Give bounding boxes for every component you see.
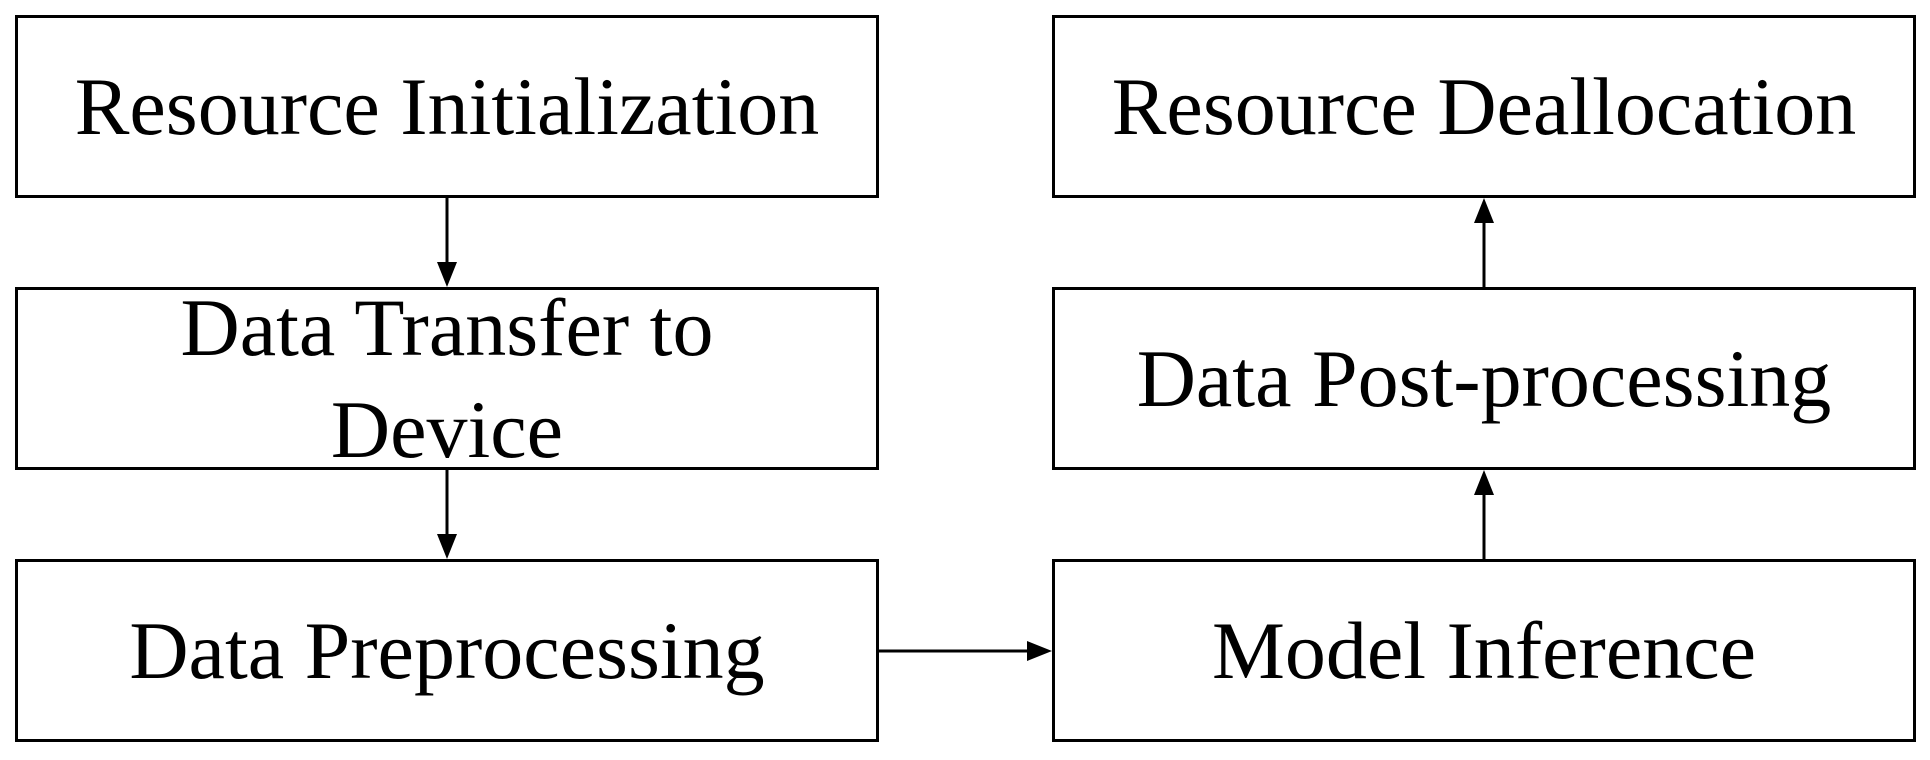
node-label: Data Transfer to Device — [180, 281, 714, 475]
arrow-inference-to-postprocessing — [1474, 470, 1494, 559]
node-label: Resource Deallocation — [1111, 60, 1857, 152]
node-label: Model Inference — [1211, 604, 1757, 696]
node-resource-deallocation: Resource Deallocation — [1052, 15, 1916, 198]
arrow-preprocessing-to-inference — [879, 641, 1052, 661]
node-data-post-processing: Data Post-processing — [1052, 287, 1916, 470]
node-data-transfer-to-device: Data Transfer to Device — [15, 282, 879, 475]
node-label: Data Preprocessing — [129, 604, 765, 696]
node-model-inference: Model Inference — [1052, 559, 1916, 742]
arrow-postprocessing-to-deallocation — [1474, 198, 1494, 287]
node-resource-initialization: Resource Initialization — [15, 15, 879, 198]
node-label: Resource Initialization — [74, 60, 820, 152]
arrow-init-to-transfer — [437, 198, 457, 287]
arrow-transfer-to-preprocessing — [437, 470, 457, 559]
node-data-preprocessing: Data Preprocessing — [15, 559, 879, 742]
node-label: Data Post-processing — [1136, 332, 1832, 424]
